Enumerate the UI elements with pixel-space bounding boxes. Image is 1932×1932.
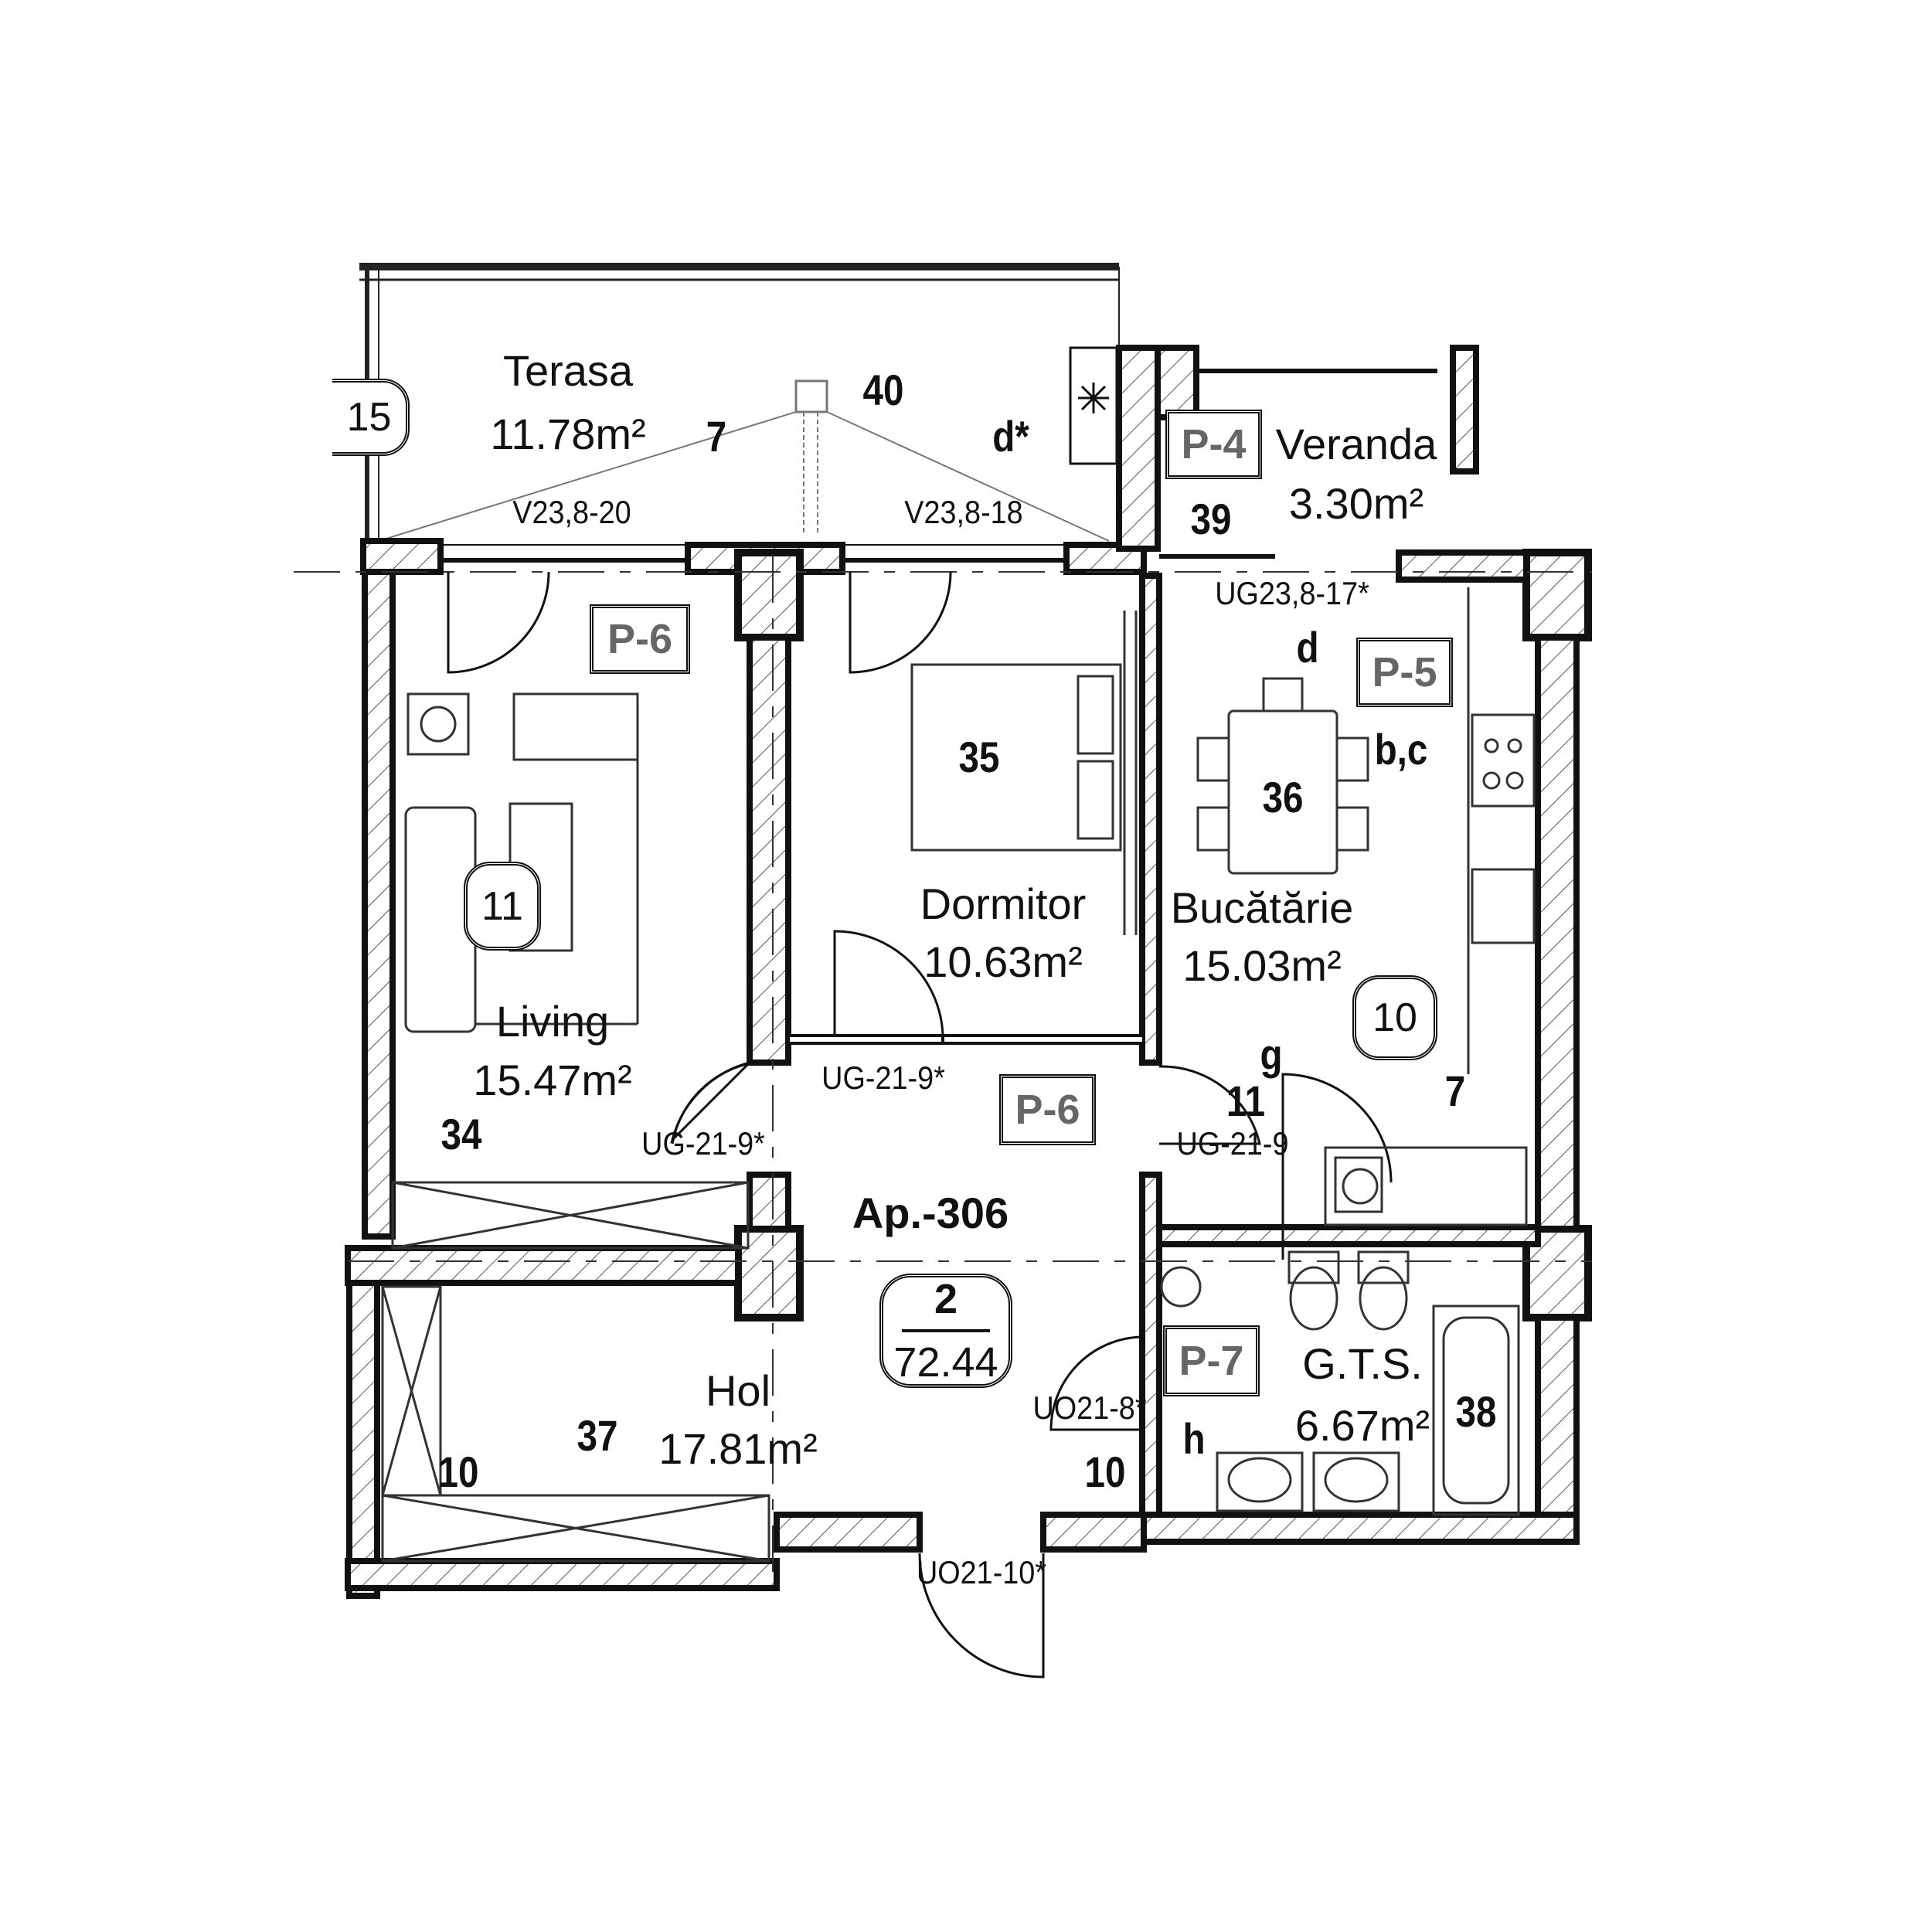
room-number-veranda: 39: [1190, 495, 1232, 543]
room-number-terasa: 40: [862, 366, 904, 414]
callout-11-kitchen: 11: [1226, 1077, 1266, 1125]
walls: [345, 345, 1592, 1599]
door-code-veranda: UG23,8-17*: [1215, 575, 1369, 611]
apartment-total-area: 72.44: [893, 1339, 998, 1386]
room-area-veranda: 3.30m²: [1288, 479, 1424, 528]
room-name-gts: G.T.S.: [1302, 1339, 1423, 1388]
badge-divider: [902, 1329, 990, 1332]
room-number-bucatarie: 36: [1262, 773, 1304, 821]
room-area-dormitor: 10.63m²: [923, 937, 1083, 986]
window-code-living: V23,8-20: [512, 494, 631, 530]
room-name-hol: Hol: [705, 1366, 771, 1415]
room-name-living: Living: [495, 997, 610, 1046]
door-code-entrance: UO21-10*: [916, 1554, 1047, 1590]
axis-lines: [348, 556, 1592, 1577]
room-area-hol: 17.81m²: [658, 1424, 818, 1473]
room-area-gts: 6.67m²: [1294, 1401, 1430, 1450]
callout-h: h: [1182, 1414, 1206, 1463]
door-swings: [447, 571, 1393, 1679]
room-number-hol: 37: [577, 1411, 618, 1460]
room-area-terasa: 11.78m²: [490, 410, 646, 458]
room-number-gts: 38: [1455, 1387, 1497, 1436]
callout-g: g: [1260, 1030, 1283, 1079]
callout-d-star: d*: [992, 412, 1029, 461]
door-code-dormitor: UG-21-9*: [821, 1060, 945, 1096]
reference-tag-10: 10: [1352, 975, 1437, 1060]
callout-10-gts: 10: [1084, 1447, 1126, 1496]
callout-7-terasa: 7: [706, 412, 727, 461]
apartment-code: Ap.-306: [852, 1189, 1009, 1237]
finish-tag-hol: P-6: [999, 1074, 1096, 1145]
window-code-dormitor: V23,8-18: [904, 494, 1023, 530]
door-code-living: UG-21-9*: [641, 1125, 765, 1162]
room-name-dormitor: Dormitor: [920, 879, 1087, 928]
callout-d: d: [1296, 623, 1319, 672]
apartment-room-count: 2: [934, 1276, 958, 1322]
apartment-badge: 2 72.44: [879, 1274, 1012, 1388]
windows: [294, 369, 1592, 573]
ac-unit-icon: [1069, 346, 1118, 465]
reference-tag-11: 11: [464, 862, 541, 951]
door-code-gts: UO21-8*: [1032, 1389, 1147, 1426]
room-area-bucatarie: 15.03m²: [1182, 941, 1342, 990]
callout-bc: b,c: [1374, 725, 1428, 774]
room-number-dormitor: 35: [958, 733, 1000, 781]
room-name-bucatarie: Bucătărie: [1170, 883, 1354, 932]
finish-tag-gts: P-7: [1163, 1325, 1260, 1396]
room-area-living: 15.47m²: [473, 1056, 632, 1104]
door-code-kitchen: UG-21-9: [1176, 1125, 1289, 1162]
callout-7-kitchen: 7: [1444, 1066, 1466, 1115]
callout-10-hol: 10: [437, 1447, 479, 1496]
finish-tag-veranda: P-4: [1165, 410, 1262, 479]
finish-tag-living: P-6: [590, 604, 690, 674]
room-name-terasa: Terasa: [502, 346, 634, 395]
reference-tag-15: 15: [332, 379, 410, 456]
finish-tag-kitchen: P-5: [1356, 638, 1453, 707]
room-number-living: 34: [440, 1110, 482, 1158]
room-name-veranda: Veranda: [1275, 420, 1437, 468]
furniture: [381, 587, 1536, 1563]
